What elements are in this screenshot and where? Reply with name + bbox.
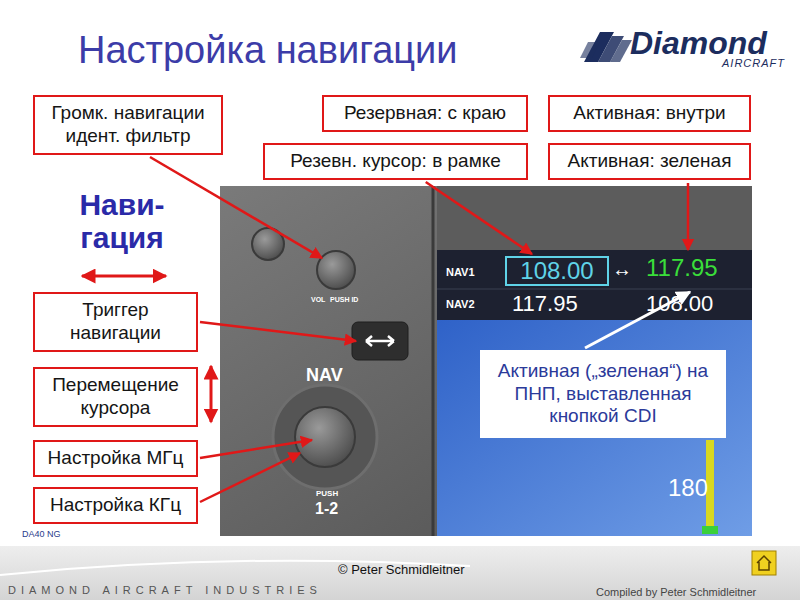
section-label: Нави- гация [62,188,182,254]
leader-arrow [426,182,532,254]
footer-text: DIAMOND AIRCRAFT INDUSTRIES [8,584,322,596]
callout-box: Настройка КГц [33,487,198,524]
logo-subtext: AIRCRAFT [722,57,785,69]
frequency: 117.95 [512,292,578,316]
double-arrow [82,275,166,278]
logo-mark [580,32,632,62]
callout-box: Триггер навигации [33,292,198,352]
swap-button [352,322,408,360]
standby-frequency-frame: 108.00 [505,256,609,286]
home-icon [757,556,771,570]
node-text: Резервная: с краю [344,102,506,125]
node-text: Настройка МГц [48,447,184,470]
bezel-edge [432,186,435,536]
nav-knob-outer [273,385,377,489]
heading-value: 180 [668,475,708,501]
node-text: Перемещение курсора [41,374,190,420]
callout-box: Громк. навигации идент. фильтр [33,95,223,155]
bezel [220,186,752,536]
screen-map [437,320,752,536]
knob-label: PUSH ID [330,296,358,304]
callout-box: Резервная: с краю [322,95,528,132]
model-label: DA40 NG [22,530,61,540]
copyright: © Peter Schmidleitner [338,563,465,577]
bar-divider [437,289,752,290]
swap-icon [366,336,394,346]
knob-label: 1-2 [315,500,338,518]
leader-line [687,183,690,250]
double-arrow [210,366,213,422]
swap-symbol: ↔ [612,258,632,280]
knob-label: NAV [306,366,343,386]
node-text: Триггер навигации [41,299,190,345]
node-text: 108.00 [520,259,593,283]
slide-title: Настройка навигации [78,30,458,72]
footer-band [0,546,800,600]
home-button [752,551,776,575]
leader-line [200,322,356,341]
radio-label: NAV1 [446,266,475,278]
frequency: 108.00 [646,292,713,316]
callout-box: Настройка МГц [33,440,198,477]
node-text: Настройка КГц [50,494,181,517]
active-frequency: 117.95 [646,255,718,281]
screen-frame [437,186,752,250]
node-text: Громк. навигации идент. фильтр [41,102,215,148]
nav-knob-inner [295,407,355,467]
node-text: Активная: зеленая [568,150,732,173]
callout-box: Активная: внутри [548,95,751,132]
footer-text: Compiled by Peter Schmidleitner [596,586,756,598]
knob-label: PUSH [316,490,338,499]
callout-box: Активная: зеленая [548,143,751,180]
knob-label: VOL [311,296,325,304]
node-text: Активная: внутри [573,102,725,125]
callout-box: Резевн. курсор: в рамке [263,143,528,180]
leader-line [200,453,300,502]
callout-box: Перемещение курсора [33,367,198,427]
node-text: Резевн. курсор: в рамке [290,150,501,173]
vol-knob [317,251,355,289]
note-box: Активная („зеленая“) на ПНП, выставленна… [480,350,726,438]
logo-text: Diamond [630,26,767,61]
radio-label: NAV2 [446,298,475,310]
cdi-mark [702,526,718,534]
node-text: Активная („зеленая“) на ПНП, выставленна… [488,360,718,428]
screen-top-bar [437,250,752,320]
